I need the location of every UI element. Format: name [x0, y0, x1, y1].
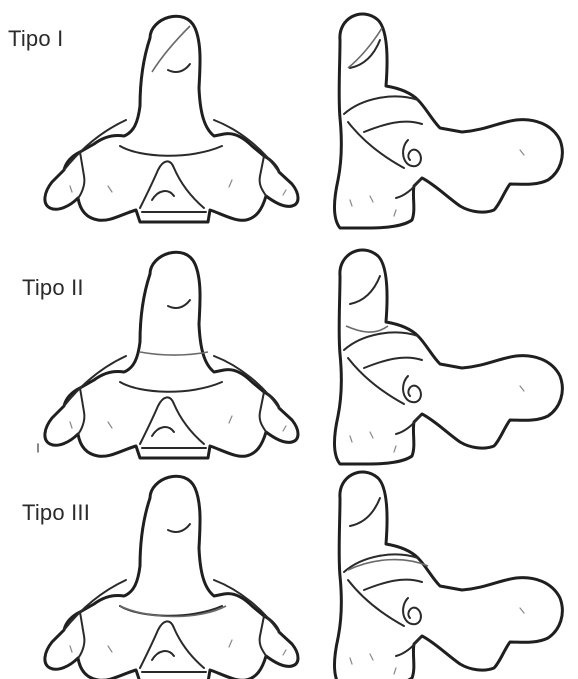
type-3-side-view — [335, 472, 563, 679]
type-3-front-view — [45, 476, 298, 679]
type-2-side-view — [335, 250, 563, 464]
type-1-front-view — [45, 16, 298, 222]
type-1-side-view — [335, 14, 563, 228]
type-2-front-view — [45, 252, 298, 458]
